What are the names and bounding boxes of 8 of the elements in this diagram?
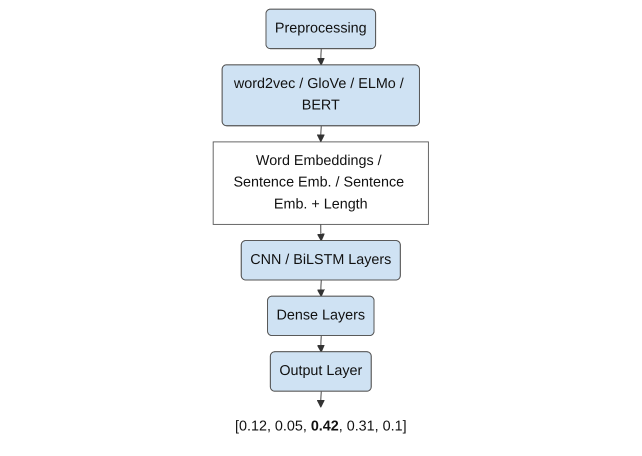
arrow <box>317 336 325 353</box>
arrow <box>317 391 325 408</box>
node-box: Word Embeddings / Sentence Emb. / Sentence Emb. + Length <box>212 141 430 225</box>
arrow <box>317 126 325 142</box>
arrow <box>317 48 325 66</box>
arrow <box>317 280 325 297</box>
node-text: [0.12, 0.05, 0.42, 0.31, 0.1] <box>235 419 407 434</box>
arrow <box>317 224 325 242</box>
